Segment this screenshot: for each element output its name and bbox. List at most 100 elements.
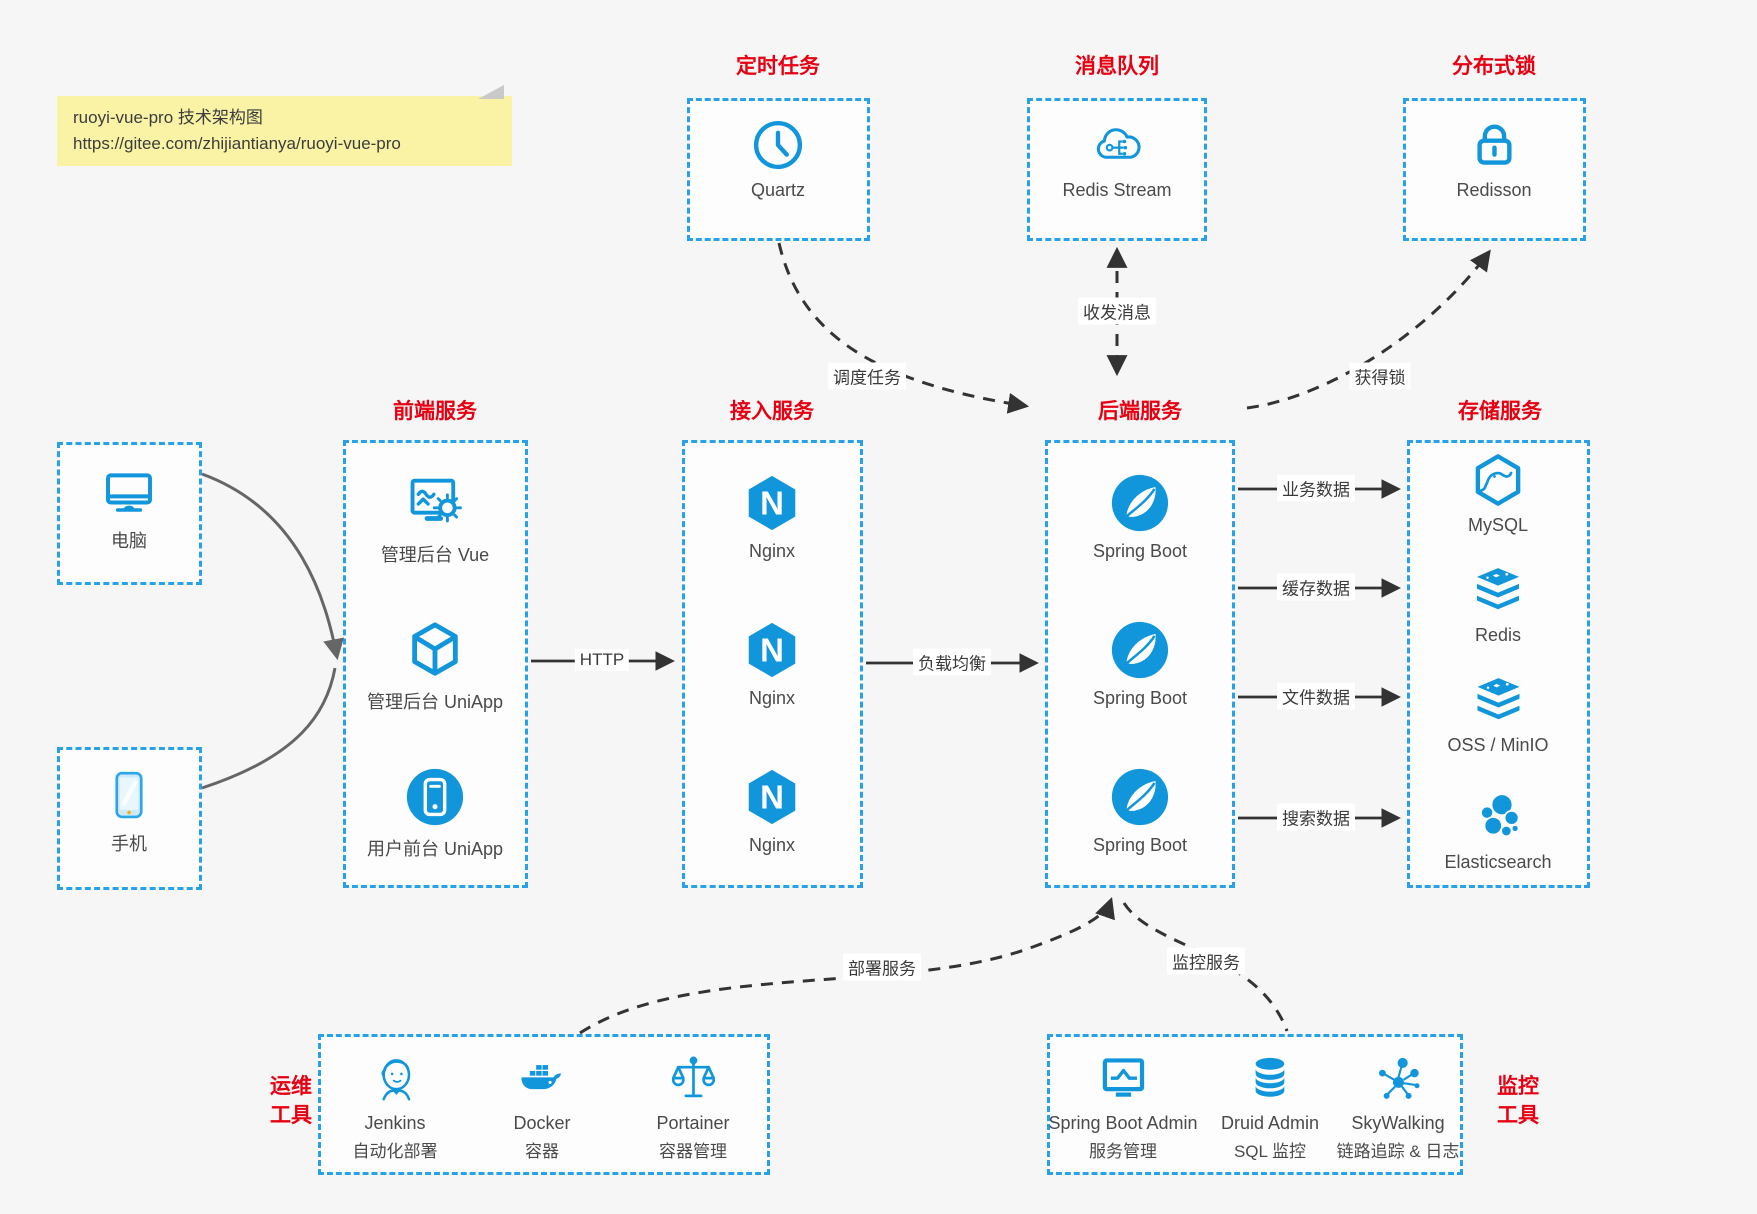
send-receive-msg-label: 收发消息 (1078, 297, 1156, 325)
redisson-box (1403, 98, 1586, 241)
cloud-mq-icon (1096, 128, 1141, 159)
ops-label-line2: 工具 (270, 1104, 312, 1127)
spring-boot-item: Spring Boot (1093, 472, 1187, 562)
jenkins-name: Jenkins (364, 1113, 426, 1133)
nginx-item: N Nginx (741, 472, 803, 562)
portainer-item: Portainer 容器管理 (656, 1052, 730, 1162)
svg-text:N: N (760, 485, 784, 522)
monitor-tools-side-label: 监控 工具 (1497, 1072, 1539, 1130)
redis-stream-item: Redis Stream (1062, 117, 1172, 201)
desktop-icon (106, 473, 152, 512)
note-url: https://gitee.com/zhijiantianya/ruoyi-vu… (73, 134, 401, 153)
nginx-label: Nginx (748, 688, 796, 708)
druid-admin-desc: SQL 监控 (1233, 1142, 1307, 1161)
scales-icon (671, 1056, 715, 1098)
redisson-label: Redisson (1456, 180, 1532, 200)
admin-vue-label: 管理后台 Vue (380, 545, 490, 565)
group-title-distributed-lock: 分布式锁 (1452, 55, 1536, 78)
uniapp-cube-icon (412, 622, 458, 676)
database-icon (1255, 1057, 1285, 1097)
mysql-label: MySQL (1467, 515, 1529, 535)
jenkins-item: Jenkins 自动化部署 (353, 1052, 438, 1162)
skywalking-item: SkyWalking 链路追踪 & 日志 (1336, 1052, 1460, 1162)
skywalking-desc: 链路追踪 & 日志 (1336, 1142, 1460, 1161)
pc-box (57, 442, 202, 585)
pc-item: 电脑 (101, 464, 157, 553)
spring-boot-item: Spring Boot (1093, 766, 1187, 856)
oss-stack-icon (1477, 678, 1519, 720)
svg-text:N: N (760, 779, 784, 816)
smartphone-icon (115, 771, 143, 819)
lock-icon (1476, 124, 1512, 165)
phone-box (57, 747, 202, 890)
nginx-label: Nginx (748, 541, 796, 561)
schedule-task-label: 调度任务 (828, 362, 906, 390)
spring-boot-admin-name: Spring Boot Admin (1048, 1113, 1198, 1133)
http-label: HTTP (574, 649, 630, 671)
skywalking-name: SkyWalking (1351, 1113, 1445, 1133)
search-data-label: 搜索数据 (1277, 803, 1355, 831)
portainer-name: Portainer (656, 1113, 730, 1133)
nginx-icon: N (748, 769, 796, 825)
file-data-label: 文件数据 (1277, 682, 1355, 710)
user-uniapp-item: 用户前台 UniApp (367, 766, 503, 861)
ops-tools-box (318, 1034, 770, 1175)
spring-boot-icon (1111, 474, 1169, 532)
ops-label-line1: 运维 (270, 1075, 312, 1098)
admin-vue-icon (410, 478, 463, 523)
user-uniapp-label: 用户前台 UniApp (366, 839, 504, 859)
monitor-chart-icon (1102, 1058, 1144, 1097)
column-title-frontend: 前端服务 (393, 400, 477, 423)
elasticsearch-item: Elasticsearch (1444, 789, 1552, 873)
druid-admin-name: Druid Admin (1220, 1113, 1320, 1133)
spring-boot-label: Spring Boot (1092, 835, 1188, 855)
elasticsearch-label: Elasticsearch (1444, 852, 1552, 872)
monitor-tools-box (1047, 1034, 1463, 1175)
oss-minio-label: OSS / MinIO (1447, 735, 1549, 755)
phone-label: 手机 (111, 834, 147, 854)
redis-stream-box (1027, 98, 1207, 241)
user-app-icon (406, 768, 464, 826)
admin-uniapp-label: 管理后台 UniApp (366, 692, 504, 712)
quartz-label: Quartz (750, 180, 806, 200)
docker-desc: 容器 (524, 1142, 559, 1161)
spring-boot-icon (1111, 768, 1169, 826)
monitor-service-label: 监控服务 (1167, 947, 1245, 975)
mysql-icon (1475, 454, 1521, 506)
redis-stack-icon (1477, 568, 1519, 610)
acquire-lock-label: 获得锁 (1349, 362, 1411, 390)
node-graph-icon (1379, 1057, 1420, 1099)
redis-label: Redis (1474, 625, 1522, 645)
druid-admin-item: Druid Admin SQL 监控 (1221, 1052, 1319, 1162)
nginx-item: N Nginx (741, 619, 803, 709)
nginx-label: Nginx (748, 835, 796, 855)
redis-item: Redis (1470, 562, 1526, 646)
spring-boot-admin-desc: 服务管理 (1089, 1142, 1157, 1161)
redisson-item: Redisson (1456, 117, 1532, 201)
quartz-item: Quartz (750, 117, 806, 201)
docker-item: Docker 容器 (513, 1052, 571, 1162)
portainer-desc: 容器管理 (658, 1142, 727, 1161)
spring-boot-label: Spring Boot (1092, 541, 1188, 561)
spring-boot-icon (1111, 621, 1169, 679)
redis-stream-label: Redis Stream (1062, 180, 1172, 200)
pc-label: 电脑 (111, 531, 147, 551)
column-title-backend: 后端服务 (1098, 400, 1182, 423)
note-title: ruoyi-vue-pro 技术架构图 (73, 108, 263, 127)
note-fold-corner (478, 85, 504, 99)
group-title-message-queue: 消息队列 (1075, 55, 1159, 78)
cache-data-label: 缓存数据 (1277, 573, 1355, 601)
ops-tools-side-label: 运维 工具 (270, 1072, 312, 1130)
column-title-storage: 存储服务 (1458, 400, 1542, 423)
clock-icon (753, 120, 803, 170)
spring-boot-admin-item: Spring Boot Admin 服务管理 (1048, 1052, 1198, 1162)
device-to-frontend-arrows (201, 472, 344, 790)
admin-uniapp-item: 管理后台 UniApp (367, 619, 503, 714)
column-title-access: 接入服务 (730, 400, 814, 423)
spring-boot-label: Spring Boot (1092, 688, 1188, 708)
spring-boot-item: Spring Boot (1093, 619, 1187, 709)
oss-minio-item: OSS / MinIO (1447, 672, 1549, 756)
business-data-label: 业务数据 (1277, 474, 1355, 502)
nginx-icon: N (748, 622, 796, 678)
